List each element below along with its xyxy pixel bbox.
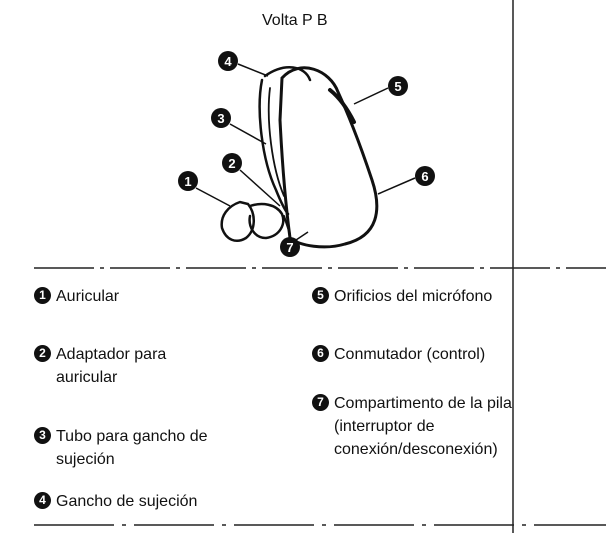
- badge-7: 7: [312, 394, 329, 411]
- legend-item-6: 6 Conmutador (control): [312, 343, 602, 366]
- badge-3: 3: [34, 427, 51, 444]
- callout-5: 5: [353, 76, 408, 105]
- page-title: Volta P B: [262, 12, 328, 29]
- badge-5: 5: [312, 287, 329, 304]
- legend-label-4: Gancho de sujeción: [56, 493, 198, 510]
- callout-6: 6: [377, 166, 435, 195]
- callout-4: 4: [218, 51, 269, 77]
- svg-text:5: 5: [394, 79, 401, 94]
- hearing-aid-drawing: [220, 66, 379, 249]
- legend-item-4: 4 Gancho de sujeción: [34, 490, 284, 513]
- callout-2: 2: [222, 153, 281, 207]
- legend-label-1: Auricular: [56, 288, 120, 305]
- callout-3: 3: [211, 108, 267, 145]
- badge-6: 6: [312, 345, 329, 362]
- legend-label-3: Tubo para gancho de sujeción: [56, 428, 208, 468]
- svg-text:2: 2: [228, 156, 235, 171]
- legend-item-7: 7 Compartimento de la pila (interruptor …: [312, 392, 602, 461]
- legend-label-2: Adaptador para auricular: [56, 346, 167, 386]
- badge-1: 1: [34, 287, 51, 304]
- legend-item-1: 1 Auricular: [34, 285, 284, 308]
- svg-text:4: 4: [224, 54, 232, 69]
- legend-item-5: 5 Orificios del micrófono: [312, 285, 602, 308]
- callout-1: 1: [178, 171, 231, 207]
- legend-label-7: Compartimento de la pila (interruptor de…: [334, 395, 512, 458]
- svg-text:3: 3: [217, 111, 224, 126]
- legend-label-6: Conmutador (control): [334, 346, 486, 363]
- svg-text:6: 6: [421, 169, 428, 184]
- legend-label-5: Orificios del micrófono: [334, 288, 493, 305]
- callout-7: 7: [280, 231, 309, 257]
- badge-2: 2: [34, 345, 51, 362]
- badge-4: 4: [34, 492, 51, 509]
- svg-text:1: 1: [184, 174, 191, 189]
- legend-item-3: 3 Tubo para gancho de sujeción: [34, 425, 254, 471]
- legend-item-2: 2 Adaptador para auricular: [34, 343, 234, 389]
- svg-text:7: 7: [286, 240, 293, 255]
